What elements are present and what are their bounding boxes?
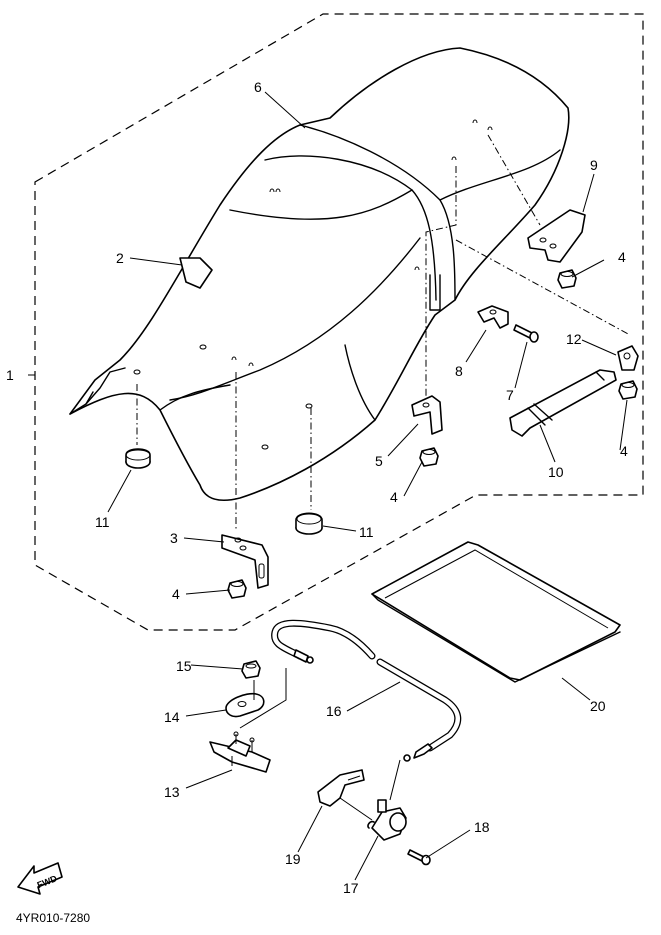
- bracket-part-19: [317, 769, 365, 807]
- callout-11: 11: [95, 514, 110, 530]
- rear-bracket-part-9: [527, 209, 586, 263]
- callout-7: 7: [506, 387, 514, 403]
- callout-12: 12: [566, 331, 582, 347]
- nut-part-4: [227, 579, 247, 599]
- callout-18: 18: [474, 819, 490, 835]
- nut-part-4: [557, 269, 577, 289]
- callout-1: 1: [6, 367, 14, 383]
- callout-4: 4: [390, 489, 398, 505]
- callout-4: 4: [620, 443, 628, 459]
- callout-9: 9: [590, 157, 598, 173]
- forward-direction-arrow: FWD: [17, 862, 63, 895]
- damper-part-11: [125, 448, 151, 469]
- seat-lock-cable-part-16: [271, 619, 462, 762]
- callout-17: 17: [343, 880, 359, 896]
- seat-tab-part-2: [179, 257, 213, 289]
- lock-bracket-part-13: [209, 731, 271, 773]
- leader-lines: [28, 91, 628, 881]
- callout-5: 5: [375, 453, 383, 469]
- callout-2: 2: [116, 250, 124, 266]
- callout-13: 13: [164, 784, 180, 800]
- seat-pad-part-20: [371, 541, 621, 683]
- callout-6: 6: [254, 79, 262, 95]
- lock-cylinder-part-17: [367, 799, 407, 841]
- strap-part-10: [509, 369, 617, 437]
- seat-body: [69, 47, 570, 501]
- callout-14: 14: [164, 709, 180, 725]
- bracket-part-8: [477, 305, 509, 329]
- callout-8: 8: [455, 363, 463, 379]
- callout-labels: 1 2 3 4 4 4 4 5 6 7 8 9 10 11 11 12 13 1…: [6, 79, 628, 896]
- clip-part-12: [617, 345, 639, 371]
- diagram-code: 4YR010-7280: [16, 911, 90, 925]
- damper-part-11: [295, 512, 323, 535]
- nut-part-15: [241, 660, 261, 679]
- center-line: [425, 166, 457, 398]
- bracket-part-3: [221, 534, 269, 589]
- center-line: [455, 239, 631, 336]
- bracket-part-5: [411, 395, 443, 435]
- plate-part-14: [225, 692, 265, 718]
- bolt-part-7: [513, 324, 539, 343]
- callout-20: 20: [590, 698, 606, 714]
- callout-15: 15: [176, 658, 192, 674]
- callout-4: 4: [172, 586, 180, 602]
- callout-10: 10: [548, 464, 564, 480]
- seat-assembly-boundary: [34, 13, 644, 631]
- callout-19: 19: [285, 851, 301, 867]
- callout-4: 4: [618, 249, 626, 265]
- nut-part-4: [419, 447, 439, 467]
- callout-16: 16: [326, 703, 342, 719]
- callout-3: 3: [170, 530, 178, 546]
- center-line: [487, 134, 541, 226]
- nut-part-4: [618, 380, 638, 400]
- callout-11: 11: [359, 524, 374, 540]
- bolt-part-18: [407, 849, 431, 866]
